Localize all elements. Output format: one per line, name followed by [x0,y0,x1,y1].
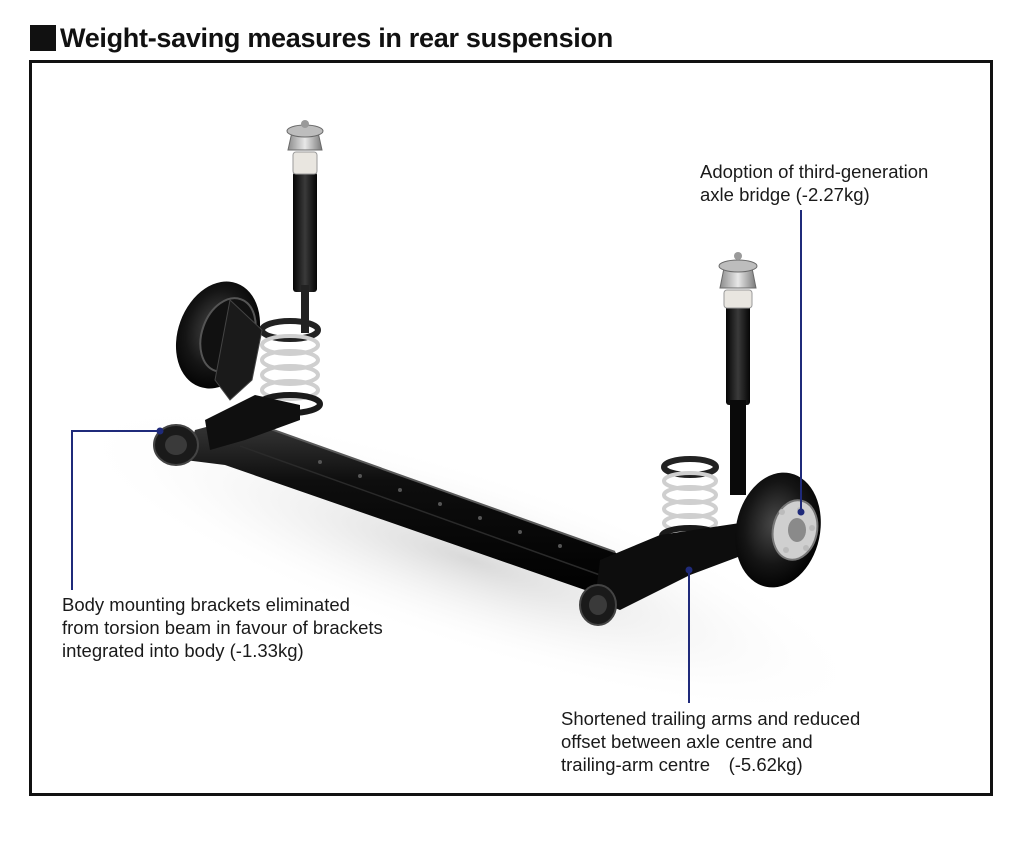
callout-trailing-arms-line-2: offset between axle centre and [561,731,813,752]
left-trailing-arm [153,395,300,466]
leader-lines [71,210,805,703]
callout-trailing-arms-line-3: trailing-arm centre (-5.62kg) [561,754,803,775]
callout-axle-bridge-line-1: Adoption of third-generation [700,161,929,182]
callout-body-mounting-line-3: integrated into body (-1.33kg) [62,640,304,661]
callout-axle-bridge: Adoption of third-generation axle bridge… [700,160,928,206]
callout-body-mounting-line-2: from torsion beam in favour of brackets [62,617,383,638]
figure-title: Weight-saving measures in rear suspensio… [30,18,613,58]
title-text: Weight-saving measures in rear suspensio… [60,22,613,53]
right-shock-absorber [718,252,758,495]
left-brake-drum [175,281,263,401]
right-trailing-arm [579,520,770,626]
title-bullet-square [30,25,56,51]
floor-shadow [69,404,871,716]
callout-body-mounting-line-1: Body mounting brackets eliminated [62,594,350,615]
right-brake-drum [735,472,821,588]
callout-axle-bridge-line-2: axle bridge (-2.27kg) [700,184,870,205]
torsion-beam [185,417,640,598]
left-shock-absorber [286,120,324,333]
callout-trailing-arms: Shortened trailing arms and reduced offs… [561,707,860,776]
callout-body-mounting: Body mounting brackets eliminated from t… [62,593,383,662]
leader-line-body-mounting [71,430,160,590]
callout-trailing-arms-line-1: Shortened trailing arms and reduced [561,708,861,729]
